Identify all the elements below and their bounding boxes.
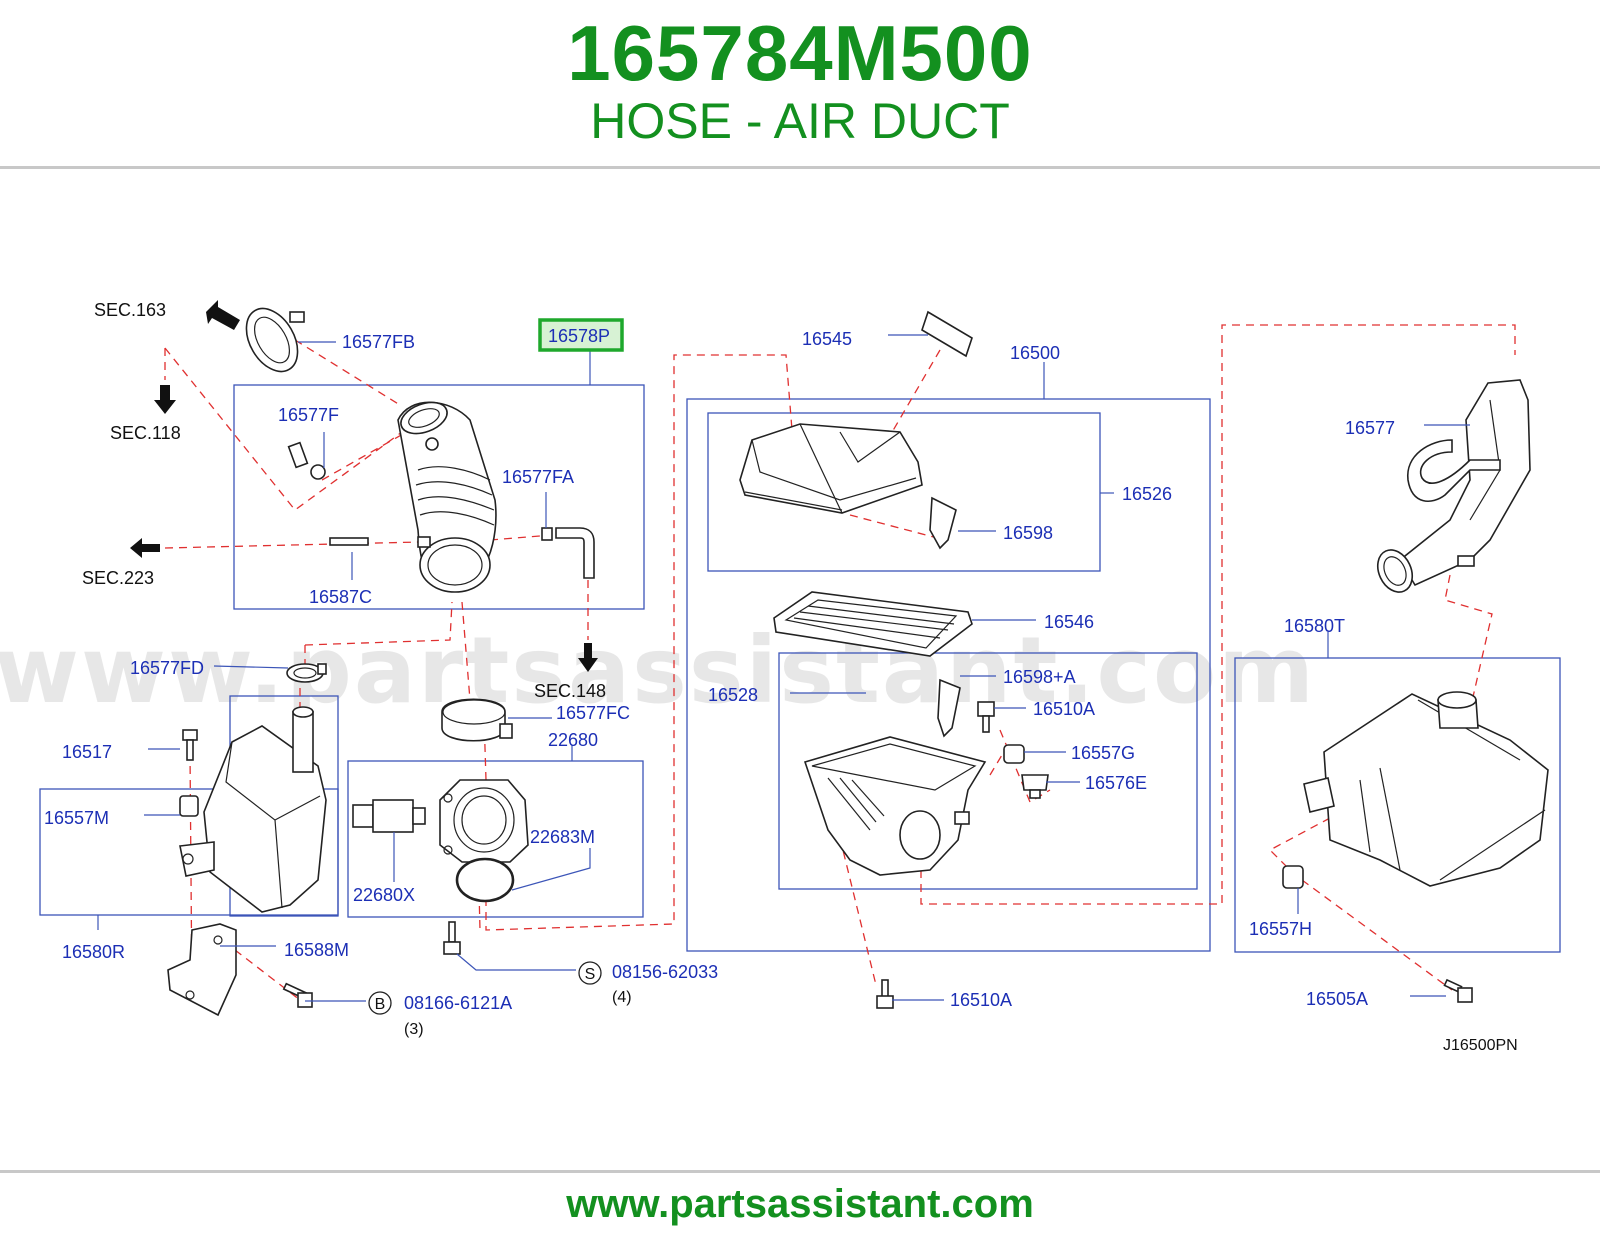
label-16546: 16546 [1044, 612, 1094, 632]
bolt-08166-drawing [282, 982, 313, 1008]
label-16577F: 16577F [278, 405, 339, 425]
label-16500: 16500 [1010, 343, 1060, 363]
label-16598: 16598 [1003, 523, 1053, 543]
section-arrows [130, 300, 598, 672]
label-16587C: 16587C [309, 587, 372, 607]
label-16577FD: 16577FD [130, 658, 204, 678]
clamp-16577FB-drawing [245, 307, 305, 373]
label-sec-118: SEC.118 [110, 423, 181, 443]
resonator-16580R-drawing [179, 706, 327, 913]
clip-16577F-drawing [287, 441, 326, 480]
grommet-16557M-drawing [179, 795, 199, 817]
label-08156-qty: (4) [612, 989, 632, 1006]
selected-part-highlight [538, 318, 624, 352]
grommet-16557G-drawing [1003, 744, 1025, 764]
bolt-16510A-bottom-drawing [876, 979, 894, 1009]
label-16577FC: 16577FC [556, 703, 630, 723]
symbol-b: B [375, 996, 386, 1013]
clamp-16577FD-drawing [286, 663, 327, 683]
group-box-16500 [686, 398, 1211, 952]
label-16557G: 16557G [1071, 743, 1135, 763]
label-08166-qty: (3) [404, 1021, 424, 1038]
label-16517: 16517 [62, 742, 112, 762]
group-box-16578P [233, 384, 645, 610]
label-08156-62033: 08156-62033 [612, 962, 718, 982]
bolt-16505A-drawing [1443, 978, 1473, 1003]
rod-16587C-drawing [329, 537, 369, 546]
label-16588M: 16588M [284, 940, 349, 960]
air-duct-hose-drawing [397, 401, 497, 593]
resonator-16580T-drawing [1303, 691, 1549, 887]
symbol-s: S [585, 966, 596, 983]
label-sec-163: SEC.163 [94, 300, 166, 320]
label-16526: 16526 [1122, 484, 1172, 504]
footer-divider [0, 1170, 1600, 1173]
label-16528: 16528 [708, 685, 758, 705]
label-08166-6121A: 08166-6121A [404, 993, 512, 1013]
label-16505A: 16505A [1306, 989, 1368, 1009]
label-16580R: 16580R [62, 942, 125, 962]
callout-labels: SEC.163 SEC.118 SEC.223 SEC.148 16577FB … [44, 300, 1518, 1054]
clip-16598-drawing [929, 496, 957, 550]
label-16578P: 16578P [548, 326, 610, 346]
group-box-22680 [347, 760, 644, 918]
grommet-16557H-drawing [1282, 865, 1304, 889]
upper-case-16526-drawing [739, 423, 923, 514]
label-16545: 16545 [802, 329, 852, 349]
sensor-22680X-drawing [352, 799, 426, 833]
label-16577: 16577 [1345, 418, 1395, 438]
label-sec-223: SEC.223 [82, 568, 154, 588]
tag-16545-drawing [921, 310, 973, 358]
label-22680X: 22680X [353, 885, 415, 905]
label-16557H: 16557H [1249, 919, 1312, 939]
label-16510A-top: 16510A [1033, 699, 1095, 719]
bracket-16588M-drawing [167, 923, 237, 1017]
o-ring-22683M-drawing [455, 857, 515, 903]
label-16557M: 16557M [44, 808, 109, 828]
part-name-subtitle: HOSE - AIR DUCT [590, 93, 1010, 149]
watermark-text: www.partsassistant.com [0, 617, 1316, 724]
callout-leader-lines [97, 334, 1470, 1002]
clip-16598A-drawing [937, 678, 961, 738]
bolt-08156-drawing [443, 921, 461, 955]
part-number-title: 165784M500 [567, 9, 1033, 97]
symbol-circle-s [578, 961, 602, 985]
group-box-16528 [778, 652, 1198, 890]
lower-case-16528-drawing [803, 736, 987, 876]
intake-duct-16577-drawing [1376, 379, 1531, 593]
group-box-16580R [39, 788, 339, 916]
airflow-meter-22680-drawing [439, 779, 529, 863]
label-16577FB: 16577FB [342, 332, 415, 352]
symbol-circle-b [368, 991, 392, 1015]
label-22683M: 22683M [530, 827, 595, 847]
diagram-code: J16500PN [1443, 1037, 1518, 1054]
footer-website-link[interactable]: www.partsassistant.com [566, 1182, 1034, 1226]
header-divider [0, 166, 1600, 169]
label-16598A: 16598+A [1003, 667, 1076, 687]
label-sec-148: SEC.148 [534, 681, 606, 701]
bolt-16517-drawing [182, 729, 198, 761]
page-header: 165784M500 HOSE - AIR DUCT [0, 0, 1600, 172]
label-16576E: 16576E [1085, 773, 1147, 793]
label-16580T: 16580T [1284, 616, 1345, 636]
clamp-16577FC-drawing [441, 698, 513, 742]
label-22680: 22680 [548, 730, 598, 750]
pin-16576E-drawing [1021, 774, 1049, 799]
filter-element-16546-drawing [773, 591, 973, 657]
bolt-16510A-top-drawing [977, 701, 995, 733]
group-box-16580T [1234, 657, 1561, 953]
dashed-guide-lines [164, 324, 1516, 1001]
label-16510A-bottom: 16510A [950, 990, 1012, 1010]
breather-tube-drawing [541, 527, 595, 579]
label-16577FA: 16577FA [502, 467, 574, 487]
